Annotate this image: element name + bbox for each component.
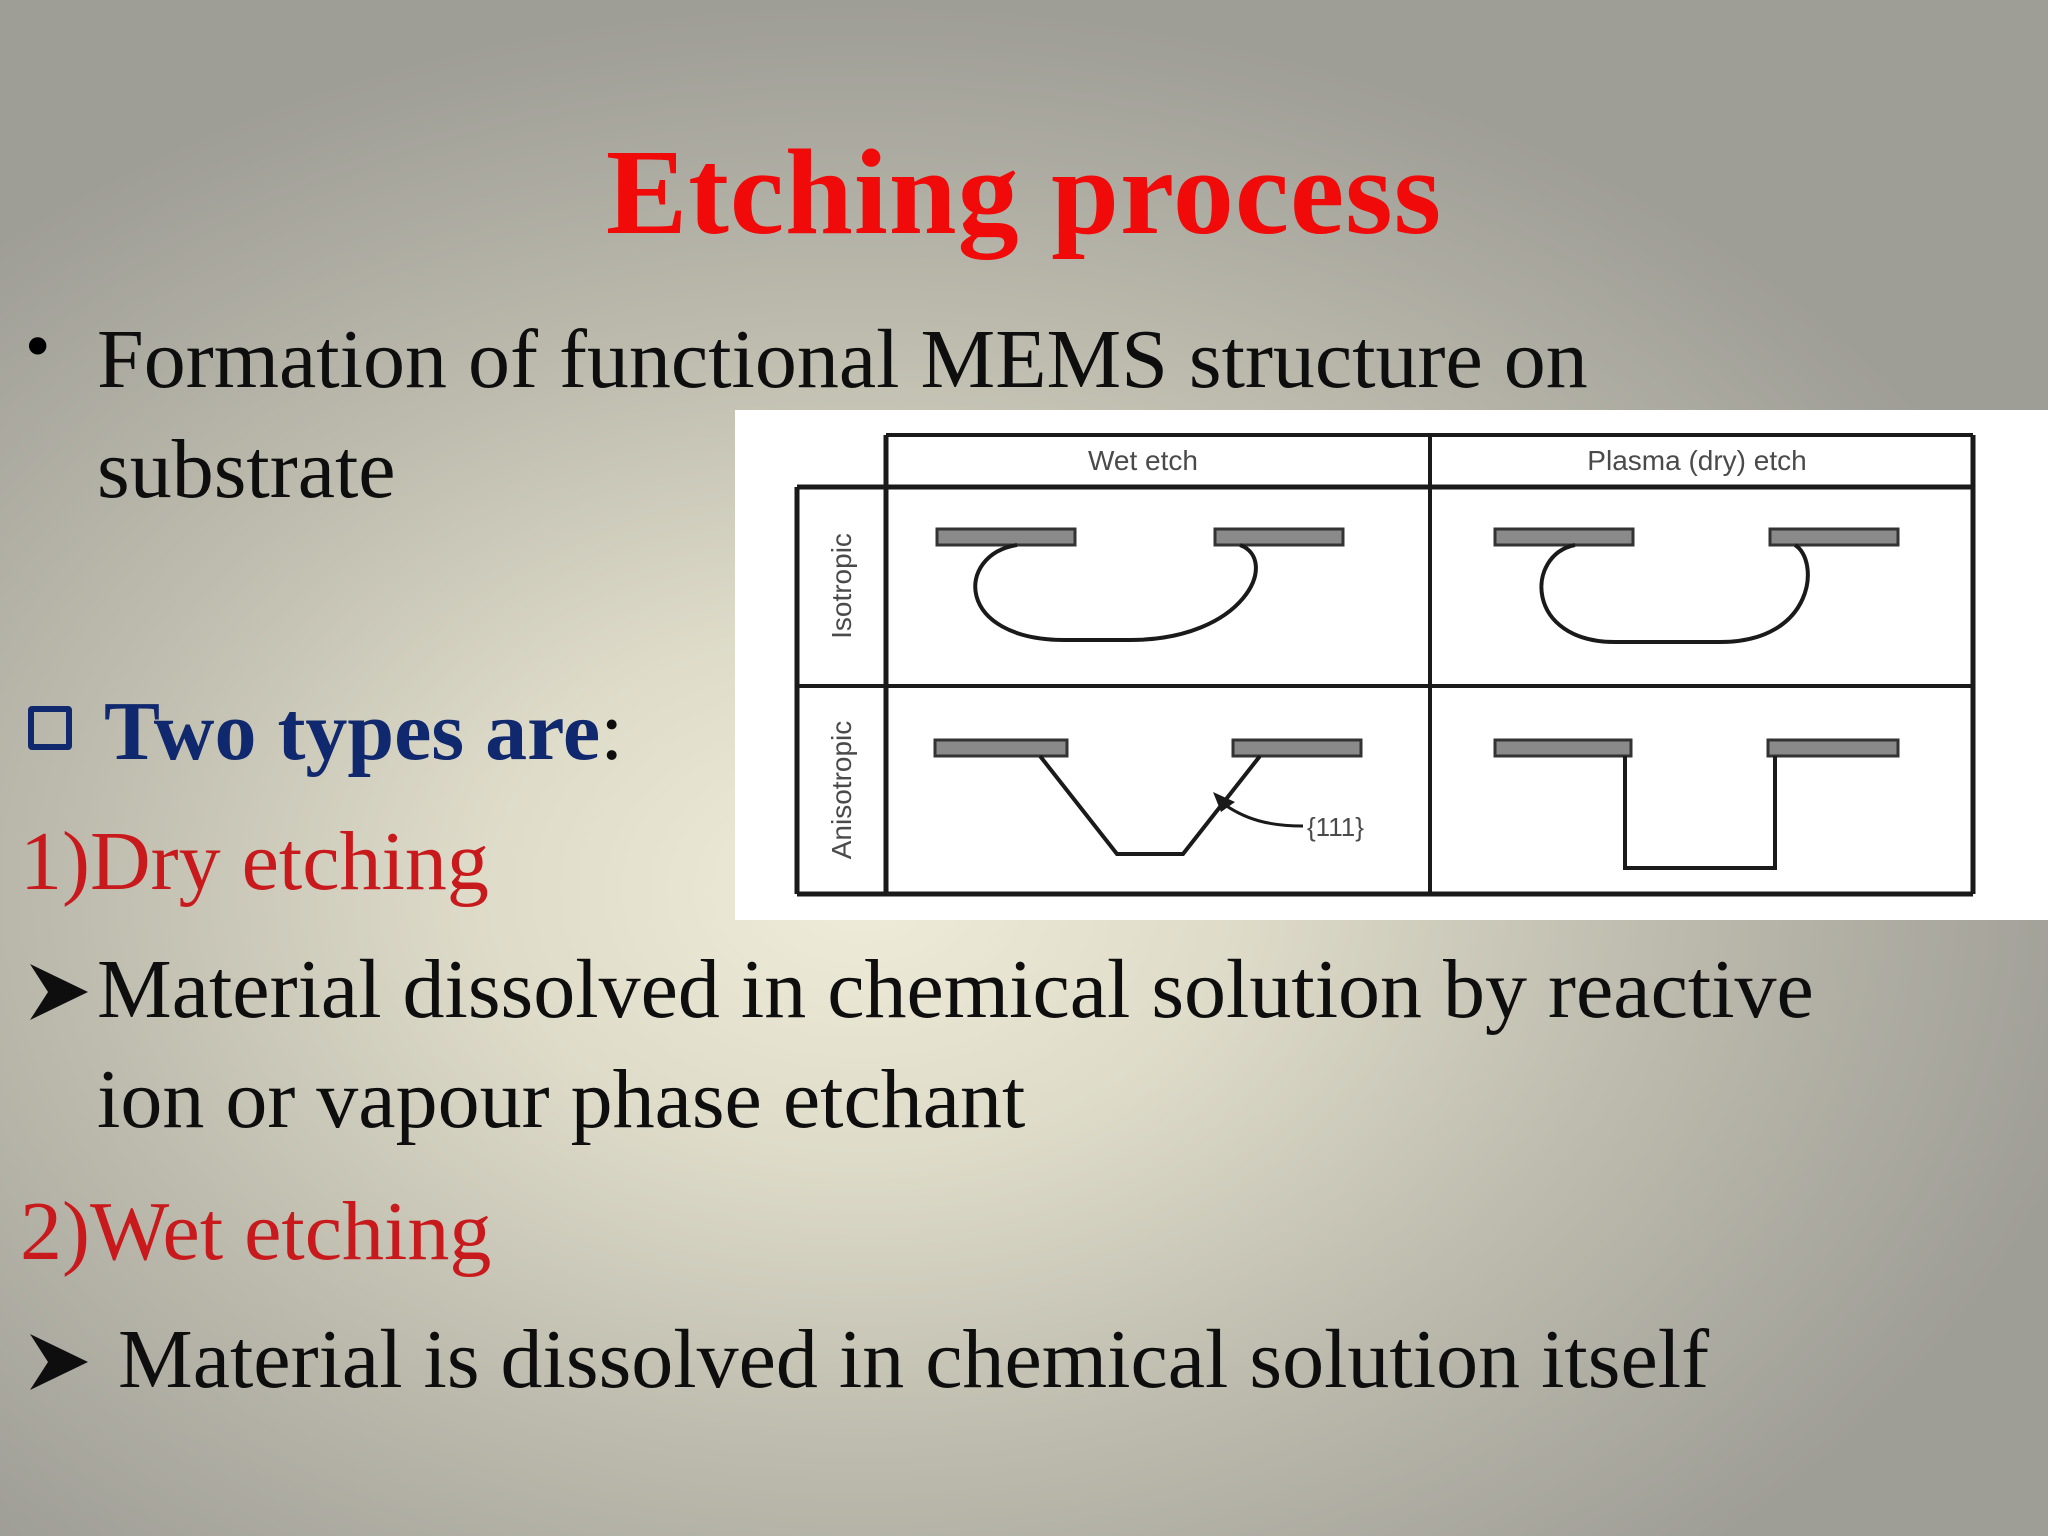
- dry-etching-desc-line-1: Material dissolved in chemical solution …: [97, 943, 1814, 1036]
- slide-title: Etching process: [605, 125, 1443, 260]
- types-heading: Two types are:: [104, 690, 624, 774]
- isotropic-wet-profile: [935, 527, 1345, 642]
- checkbox-square-icon: [28, 706, 72, 750]
- dry-etching-desc-line-2: ion or vapour phase etchant: [97, 1053, 1026, 1146]
- wet-etching-heading: 2)Wet etching: [20, 1185, 492, 1278]
- dry-etching-heading: 1)Dry etching: [20, 815, 489, 908]
- arrowhead-bullet-icon: [30, 964, 88, 1020]
- bullet-dot-icon: •: [20, 313, 56, 383]
- row-header-isotropic: Isotropic: [826, 533, 857, 639]
- bullet-1-line-2: substrate: [97, 423, 396, 516]
- col-header-wet-etch: Wet etch: [1088, 445, 1198, 476]
- types-heading-bold: Two types are: [104, 685, 601, 778]
- row-header-anisotropic: Anisotropic: [826, 721, 857, 860]
- anisotropic-wet-profile: {111}: [933, 738, 1364, 856]
- crystal-plane-label: {111}: [1307, 812, 1364, 842]
- arrowhead-bullet-icon: [30, 1334, 88, 1390]
- isotropic-plasma-profile: [1493, 527, 1900, 644]
- etch-profile-diagram: Wet etch Plasma (dry) etch Isotropic Ani…: [735, 410, 2048, 920]
- etch-profile-diagram-svg: Wet etch Plasma (dry) etch Isotropic Ani…: [794, 433, 1976, 897]
- bullet-1-line-1: Formation of functional MEMS structure o…: [97, 313, 1588, 406]
- wet-etching-desc-line-1: Material is dissolved in chemical soluti…: [97, 1313, 1710, 1406]
- col-header-plasma-etch: Plasma (dry) etch: [1587, 445, 1806, 476]
- anisotropic-plasma-profile: [1493, 738, 1900, 870]
- types-heading-colon: :: [600, 685, 624, 778]
